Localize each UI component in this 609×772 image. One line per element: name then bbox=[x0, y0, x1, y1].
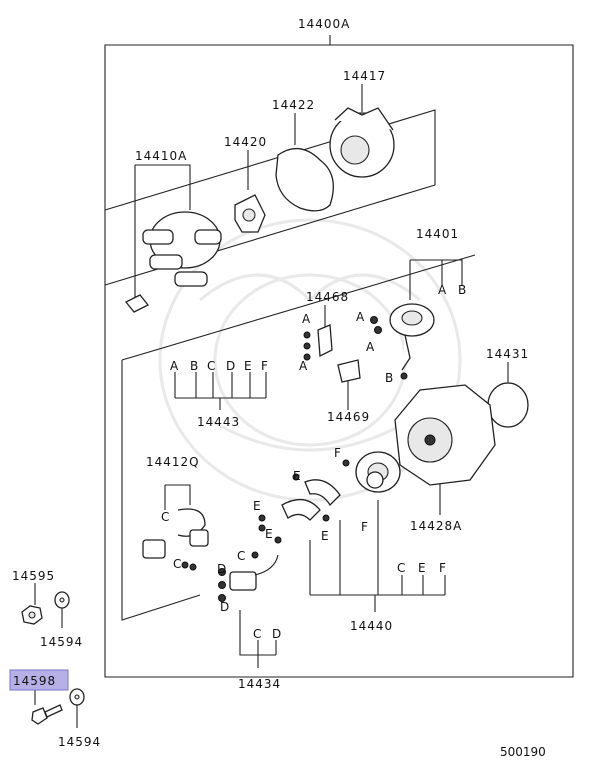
callout-c: C bbox=[161, 510, 169, 524]
nut-part[interactable] bbox=[21, 583, 43, 625]
callout-e: E bbox=[321, 529, 329, 543]
washer1-part[interactable] bbox=[54, 591, 70, 628]
label-gasket[interactable]: 14422 bbox=[272, 98, 315, 112]
label-oring[interactable]: 14431 bbox=[486, 347, 529, 361]
label-cap[interactable]: 14417 bbox=[343, 69, 386, 83]
label-assembly[interactable]: 14400A bbox=[298, 17, 350, 31]
bolt-part[interactable] bbox=[31, 690, 63, 725]
label-housing[interactable]: 14428A bbox=[410, 519, 462, 533]
callout-d: D bbox=[217, 562, 226, 576]
oring-part[interactable] bbox=[487, 362, 529, 428]
label-washer1[interactable]: 14594 bbox=[40, 635, 83, 649]
assembly-frame bbox=[104, 35, 574, 678]
washer2-part[interactable] bbox=[69, 688, 85, 728]
vacuum-unit-part[interactable] bbox=[370, 259, 463, 380]
callout-a: A bbox=[299, 359, 308, 373]
callout-f: F bbox=[334, 446, 341, 460]
callout-a: A bbox=[356, 310, 365, 324]
callout-d: D bbox=[272, 627, 281, 641]
label-plate-group[interactable]: 14440 bbox=[350, 619, 393, 633]
harness-part[interactable] bbox=[142, 484, 209, 571]
callout-e: E bbox=[265, 527, 273, 541]
label-cap-assy[interactable]: 14410A bbox=[135, 149, 187, 163]
pickup-part[interactable] bbox=[218, 551, 279, 668]
label-harness[interactable]: 14412Q bbox=[146, 455, 200, 469]
label-kit[interactable]: 14443 bbox=[197, 415, 240, 429]
callout-a: A bbox=[366, 340, 375, 354]
watermark bbox=[158, 218, 462, 502]
kit-letter-e: E bbox=[244, 359, 253, 373]
label-vacuum[interactable]: 14401 bbox=[416, 227, 459, 241]
label-bracket[interactable]: 14468 bbox=[306, 290, 349, 304]
gasket-part[interactable] bbox=[275, 113, 334, 212]
distributor-cap-part[interactable] bbox=[124, 164, 222, 313]
label-pickup[interactable]: 14434 bbox=[238, 677, 281, 691]
rotor-part[interactable] bbox=[234, 150, 266, 233]
housing-part[interactable] bbox=[355, 384, 496, 515]
clip-part[interactable] bbox=[337, 359, 361, 410]
label-diagram-id: 500190 bbox=[500, 745, 546, 759]
label-vacuum-b: B bbox=[458, 283, 467, 297]
callout-b: B bbox=[385, 371, 393, 385]
kit-letter-b: B bbox=[190, 359, 199, 373]
callout-c: C bbox=[237, 549, 245, 563]
cap-part[interactable] bbox=[329, 84, 395, 178]
kit-letter-d: D bbox=[226, 359, 236, 373]
label-nut[interactable]: 14595 bbox=[12, 569, 55, 583]
callout-e: E bbox=[418, 561, 426, 575]
kit-letter-c: C bbox=[207, 359, 216, 373]
label-bolt[interactable]: 14598 bbox=[13, 674, 56, 688]
plate-group-part[interactable] bbox=[258, 459, 446, 612]
kit-letter-a: A bbox=[170, 359, 179, 373]
callout-f: F bbox=[361, 520, 368, 534]
label-washer2[interactable]: 14594 bbox=[58, 735, 101, 749]
bolt-highlight bbox=[9, 669, 69, 691]
callout-f: F bbox=[439, 561, 446, 575]
label-clip[interactable]: 14469 bbox=[327, 410, 370, 424]
callout-c: C bbox=[397, 561, 405, 575]
callout-c: C bbox=[173, 557, 181, 571]
label-rotor[interactable]: 14420 bbox=[224, 135, 267, 149]
callout-c: C bbox=[253, 627, 261, 641]
callout-a: A bbox=[302, 312, 311, 326]
callout-d: D bbox=[220, 600, 229, 614]
kit-bracket bbox=[174, 372, 267, 410]
callout-e: E bbox=[293, 469, 301, 483]
label-vacuum-a: A bbox=[438, 283, 447, 297]
bracket-part[interactable] bbox=[303, 305, 333, 361]
callout-e: E bbox=[253, 499, 261, 513]
kit-letter-f: F bbox=[261, 359, 269, 373]
